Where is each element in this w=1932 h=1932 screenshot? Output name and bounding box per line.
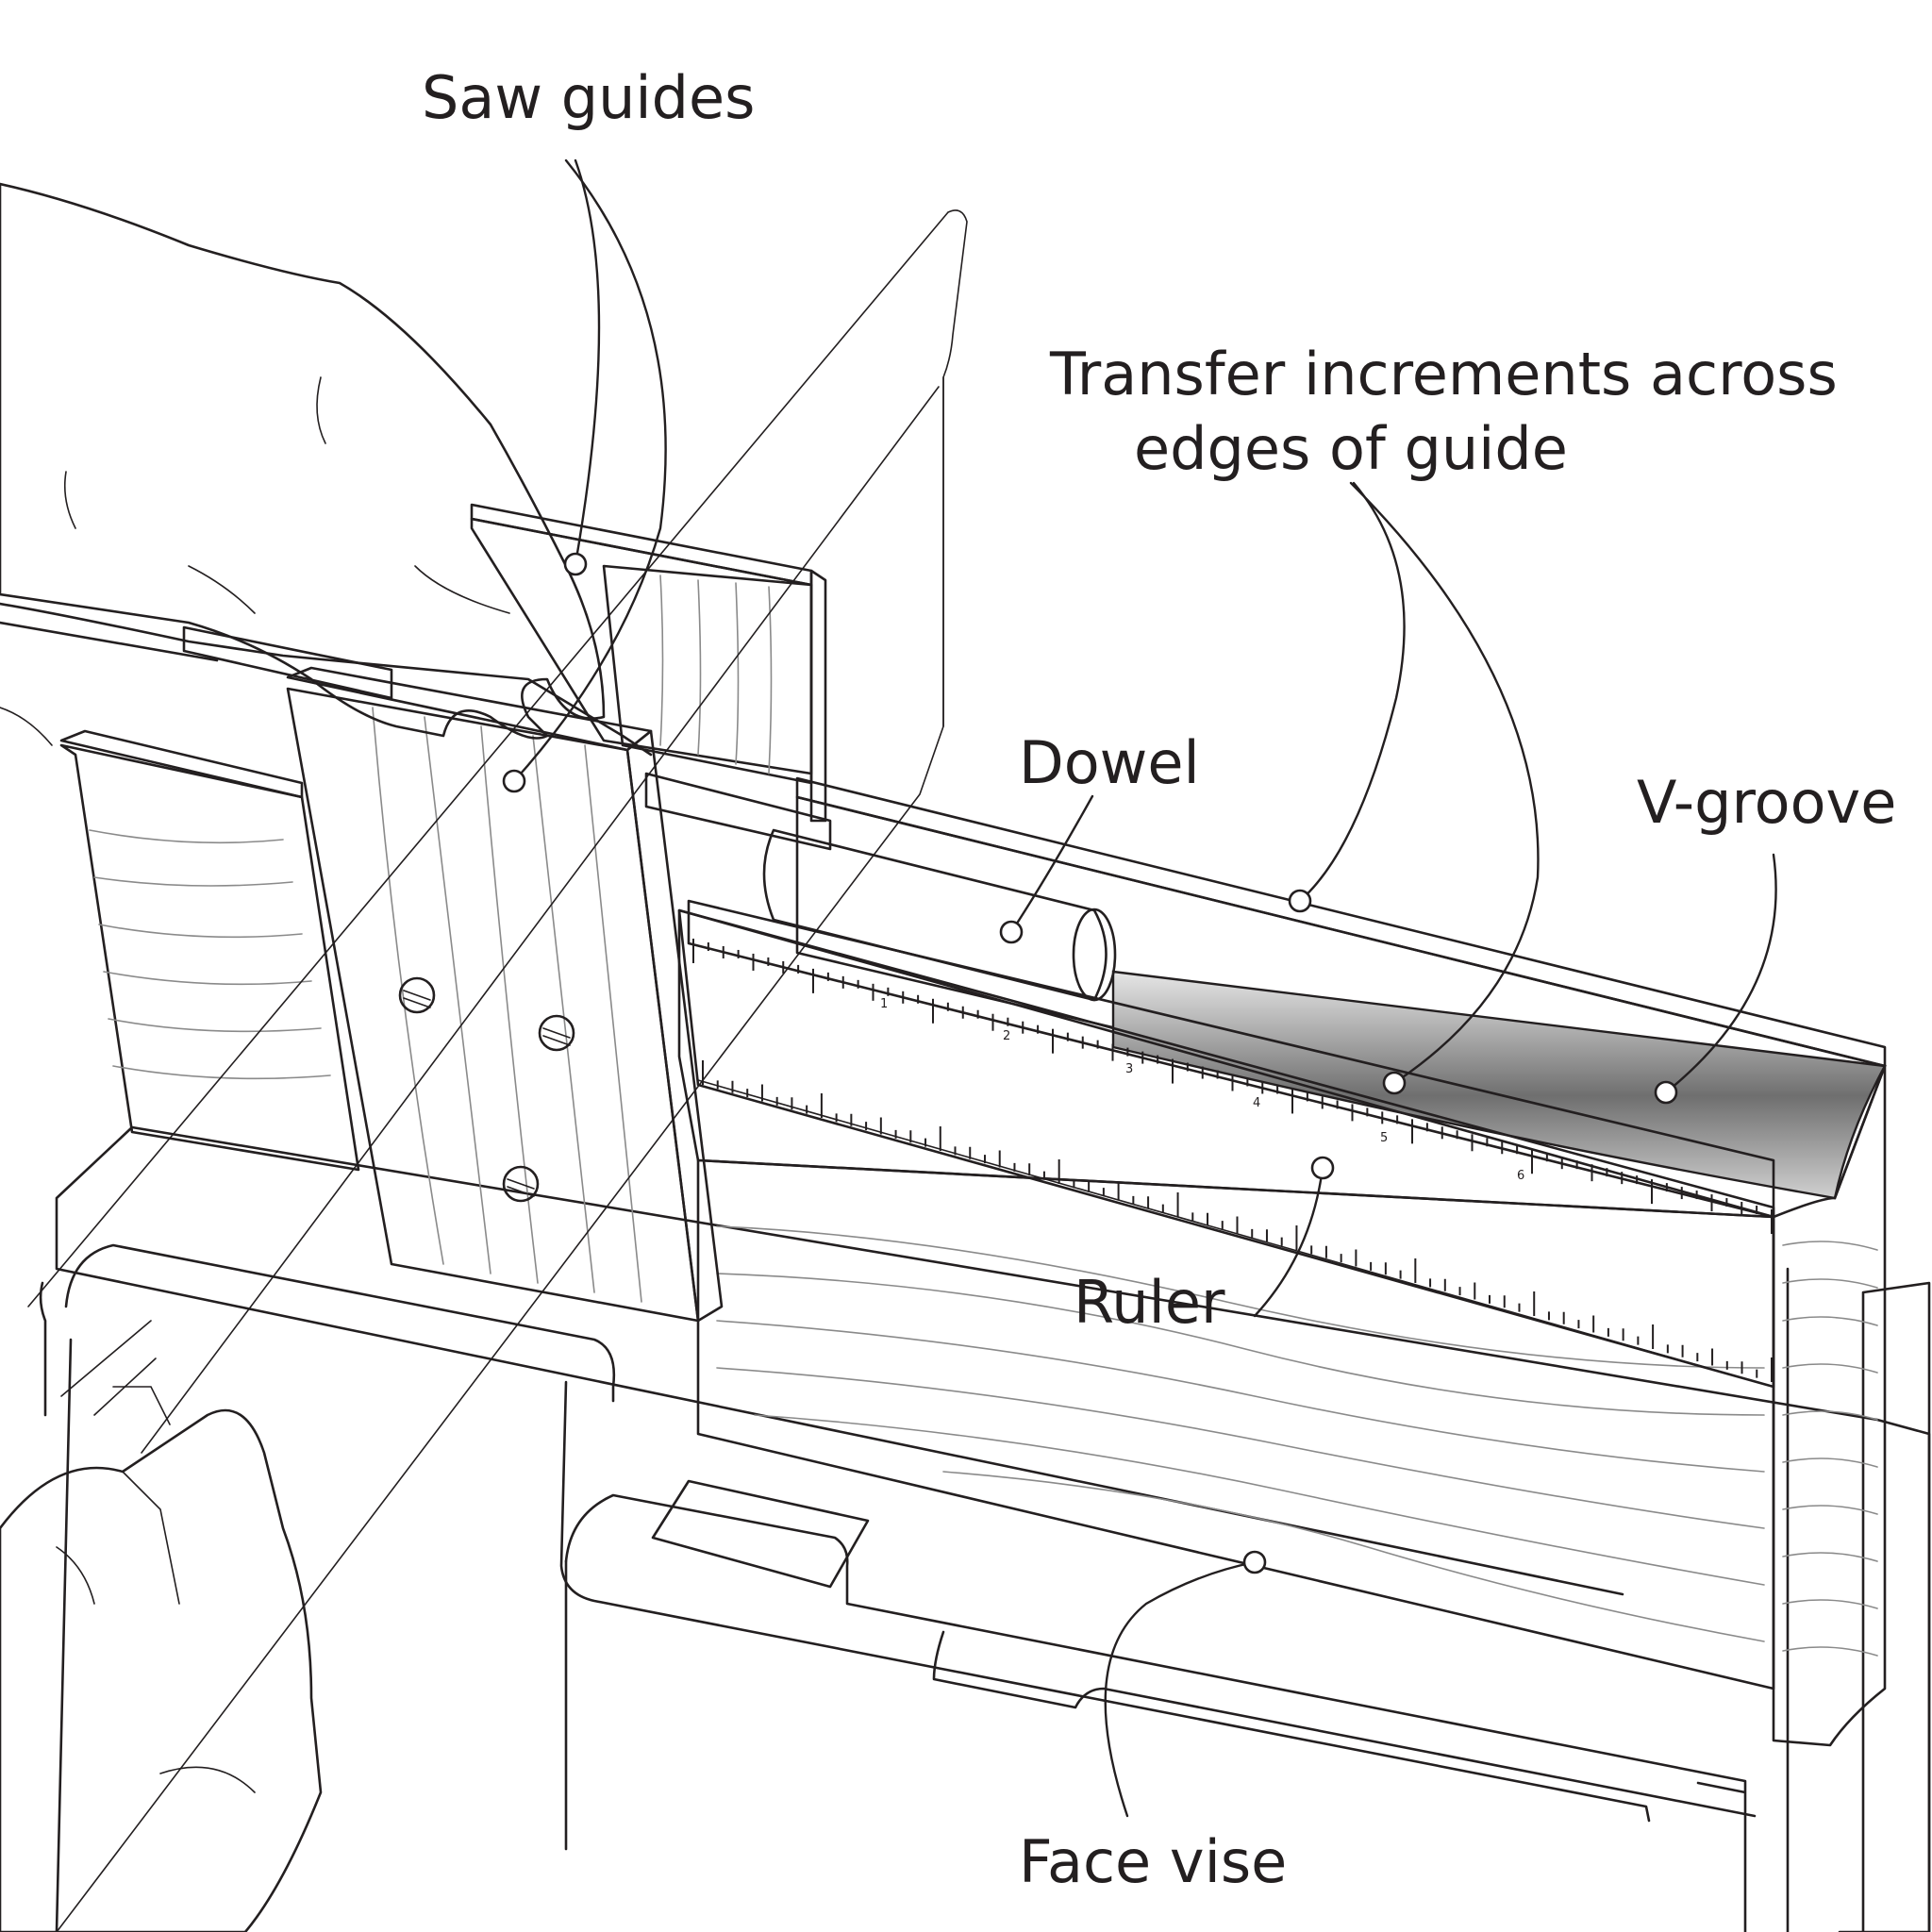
leader-saw-guides-2 [512,158,667,783]
v-groove [1111,970,1887,1200]
ruler-number-6: 6 [1517,1169,1524,1183]
screw-icon [538,1014,575,1052]
end-grain-lines [1782,1241,1878,1657]
hand-creases [0,376,510,746]
vise-front-outline [55,1125,1931,1932]
back-guide-grain [659,575,773,774]
vise-lower-outline [39,1281,73,1932]
lower-hand-details [56,1320,256,1793]
callout-dots [502,552,1678,1574]
ruler-number-labels: 1 2 3 4 5 6 [880,997,1524,1183]
label-v-groove: V-groove [1637,768,1896,837]
ruler-number-1: 1 [880,997,888,1011]
left-block-face [59,743,360,1172]
back-guide-top [470,503,813,587]
top-rail-right [644,772,832,851]
saw-blade [27,209,968,1932]
ruler-number-3: 3 [1125,1062,1133,1076]
label-face-vise: Face vise [1019,1827,1287,1896]
hand-and-saw [0,182,968,1932]
ruler-number-2: 2 [1003,1029,1010,1043]
workpiece-board [696,776,1887,1747]
label-transfer-line2: edges of guide [1134,414,1568,483]
saw-guide-front [286,666,724,1323]
saw-guide-back [470,503,827,823]
ruler-number-5: 5 [1380,1131,1388,1145]
callout-dot-ruler [1310,1156,1335,1180]
leader-ruler [1253,1166,1324,1318]
screws [398,976,575,1203]
ruler: 1 2 3 4 5 6 [677,899,1775,1389]
hand [0,182,606,740]
left-block-top [59,729,304,799]
callout-dot-back-guide [563,552,588,576]
saw-handle [0,602,653,757]
leader-transfer-1 [1298,481,1406,903]
ruler-divider [697,1079,1774,1388]
leader-lines [512,158,1777,1818]
vise-jaw-outline [64,1243,1651,1823]
board-end-grain [1772,1064,1887,1747]
ruler-ticks [692,939,1773,1382]
screw-icon [502,1165,540,1203]
front-guide-grain [372,707,642,1303]
vise-lower-plate [564,1559,1757,1851]
front-guide-edge [625,729,724,1323]
label-ruler: Ruler [1074,1268,1225,1337]
ruler-upper-face [677,908,1775,1219]
board-face-grain [716,1225,1765,1642]
leader-v-groove [1664,853,1777,1094]
callout-dot-face-vise [1242,1550,1267,1574]
callout-dot-transfer-ruler [1382,1071,1407,1095]
screw-icon [398,976,436,1014]
callout-dot-dowel [999,920,1024,944]
vise-center-body [564,1493,1747,1932]
callout-dot-front-guide [502,769,526,793]
left-block [59,729,360,1172]
labels: Saw guides Transfer increments across ed… [422,63,1896,1896]
front-guide-face [286,687,700,1323]
face-vise [39,1125,1931,1932]
label-dowel: Dowel [1019,728,1200,797]
lower-hand [0,1408,323,1932]
callout-dot-v-groove [1654,1080,1678,1105]
left-block-grain [89,829,331,1080]
label-saw-guides: Saw guides [422,63,755,132]
vise-slot [651,1479,870,1589]
dowel-end [1072,908,1117,1002]
leader-face-vise [1104,1560,1257,1818]
front-guide-top [286,666,653,752]
label-transfer-line1: Transfer increments across [1049,340,1838,408]
saw-blade-edge [141,386,940,1454]
leader-transfer-2 [1349,481,1540,1085]
top-rail [182,625,393,700]
ruler-number-4: 4 [1253,1096,1260,1110]
leader-dowel [1009,794,1094,934]
callout-dot-transfer-top [1288,889,1312,913]
dowel [762,828,1117,1002]
leader-saw-guides-1 [574,158,601,566]
